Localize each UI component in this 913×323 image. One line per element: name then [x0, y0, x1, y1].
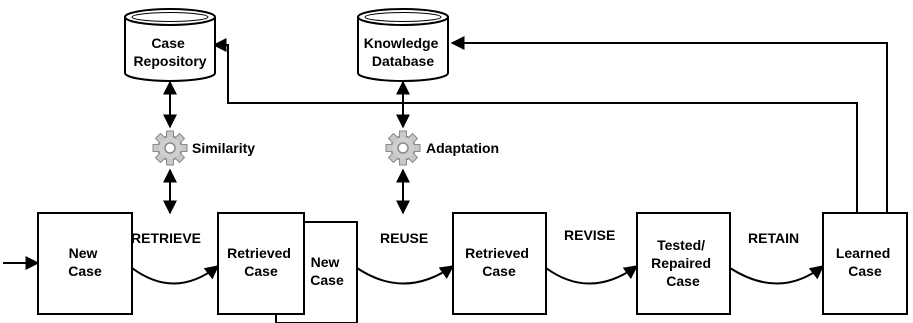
- learned-case-label-2: Case: [848, 263, 882, 279]
- tested-case-label-1: Tested/: [657, 237, 705, 253]
- adaptation-process: Adaptation: [385, 130, 499, 166]
- gear-icon: [152, 130, 188, 166]
- gear-icon: [385, 130, 421, 166]
- adaptation-label: Adaptation: [426, 140, 499, 156]
- new-case-copy-label-1: New: [311, 254, 340, 270]
- learned-case-label-1: Learned: [836, 245, 890, 261]
- retrieved-case-reused-node: Retrieved Case: [452, 212, 547, 315]
- retain-to-repository-arrow: [212, 38, 858, 213]
- knowledge-database: Knowledge Database: [357, 8, 449, 82]
- retrieve-step-label: RETRIEVE: [131, 230, 201, 246]
- svg-text:New Case: New Case: [68, 245, 102, 279]
- svg-text:Case Repository: Case Repository: [133, 35, 206, 69]
- tested-repaired-case-node: Tested/ Repaired Case: [636, 212, 731, 315]
- retain-flow-arrow: [729, 265, 825, 285]
- database-icon: [124, 8, 216, 82]
- svg-text:Tested/ Repaired C: Tested/ Repaired Case: [651, 237, 715, 289]
- retrieve-flow-arrow: [131, 265, 220, 285]
- similarity-process: Similarity: [152, 130, 255, 166]
- reuse-step-label: REUSE: [380, 230, 428, 246]
- new-case-label-1: New: [69, 245, 98, 261]
- new-case-copy-label-2: Case: [310, 272, 344, 288]
- tested-case-label-3: Case: [666, 273, 700, 289]
- retrieved-case-node: Retrieved Case: [217, 212, 305, 315]
- retrieved-case-label-2: Case: [244, 263, 278, 279]
- svg-text:Retrieved Case: Retrieved Case: [465, 245, 533, 279]
- new-case-node: New Case: [37, 212, 133, 315]
- svg-text:Retrieved Case: Retrieved Case: [227, 245, 295, 279]
- retrieved-case-reused-label-1: Retrieved: [465, 245, 529, 261]
- retrieved-case-label-1: Retrieved: [227, 245, 291, 261]
- revise-flow-arrow: [545, 265, 639, 285]
- case-repository: Case Repository: [124, 8, 216, 82]
- case-repository-label-2: Repository: [133, 53, 206, 69]
- similarity-label: Similarity: [192, 140, 255, 156]
- tested-case-label-2: Repaired: [651, 255, 711, 271]
- knowledge-database-label-2: Database: [372, 53, 434, 69]
- reuse-flow-arrow: [356, 265, 455, 285]
- svg-text:Knowledge Database: Knowledge Database: [364, 35, 443, 69]
- revise-step-label: REVISE: [564, 227, 615, 243]
- connectors: [3, 36, 888, 285]
- retain-to-knowledge-arrow: [450, 36, 888, 213]
- learned-case-node: Learned Case: [822, 212, 908, 315]
- retrieved-case-reused-label-2: Case: [482, 263, 516, 279]
- svg-text:New Case: New Case: [310, 254, 344, 288]
- svg-text:Learned Case: Learned Case: [836, 245, 894, 279]
- retain-step-label: RETAIN: [748, 230, 799, 246]
- new-case-label-2: Case: [68, 263, 102, 279]
- database-icon: [357, 8, 449, 82]
- case-repository-label-1: Case: [151, 35, 185, 51]
- knowledge-database-label-1: Knowledge: [364, 35, 439, 51]
